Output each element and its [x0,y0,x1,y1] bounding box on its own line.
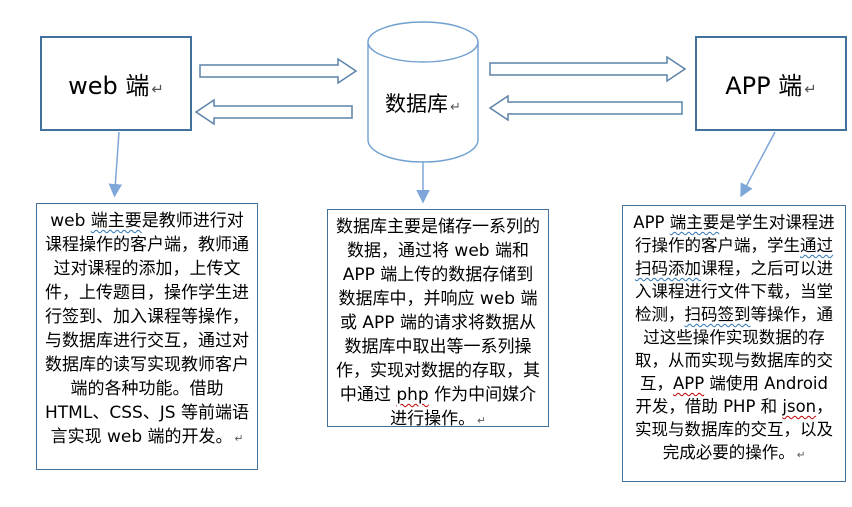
database-cylinder-top [367,21,479,63]
app-description: APP 端主要是学生对课程进行操作的客户端，学生通过扫码添加课程，之后可以进入课… [622,205,846,482]
app-node-label: APP 端↵ [725,72,817,100]
web-node: web 端↵ [40,36,192,131]
paragraph-mark-icon: ↵ [796,450,806,461]
block-arrow-db-to-app-icon [489,55,687,83]
paragraph-mark-icon: ↵ [804,80,817,98]
block-arrow-db-to-web-icon [194,98,353,126]
web-node-label: web 端↵ [68,72,164,100]
paragraph-mark-icon: ↵ [477,415,486,427]
paragraph-mark-icon: ↵ [151,80,164,98]
block-arrow-web-to-db-icon [199,57,358,85]
paragraph-mark-icon: ↵ [234,433,244,445]
paragraph-mark-icon: ↵ [450,100,461,115]
block-arrow-app-to-db-icon [488,94,683,122]
connector-app-to-description [740,131,776,198]
connector-web-to-description [108,131,123,198]
web-description: web 端主要是教师进行对课程操作的客户端，教师通过对课程的添加，上传文件，上传… [36,203,258,470]
database-node-label: 数据库↵ [385,92,461,116]
database-description: 数据库主要是储存一系列的数据，通过将 web 端和 APP 端上传的数据存储到数… [327,209,549,429]
app-node: APP 端↵ [695,36,847,131]
